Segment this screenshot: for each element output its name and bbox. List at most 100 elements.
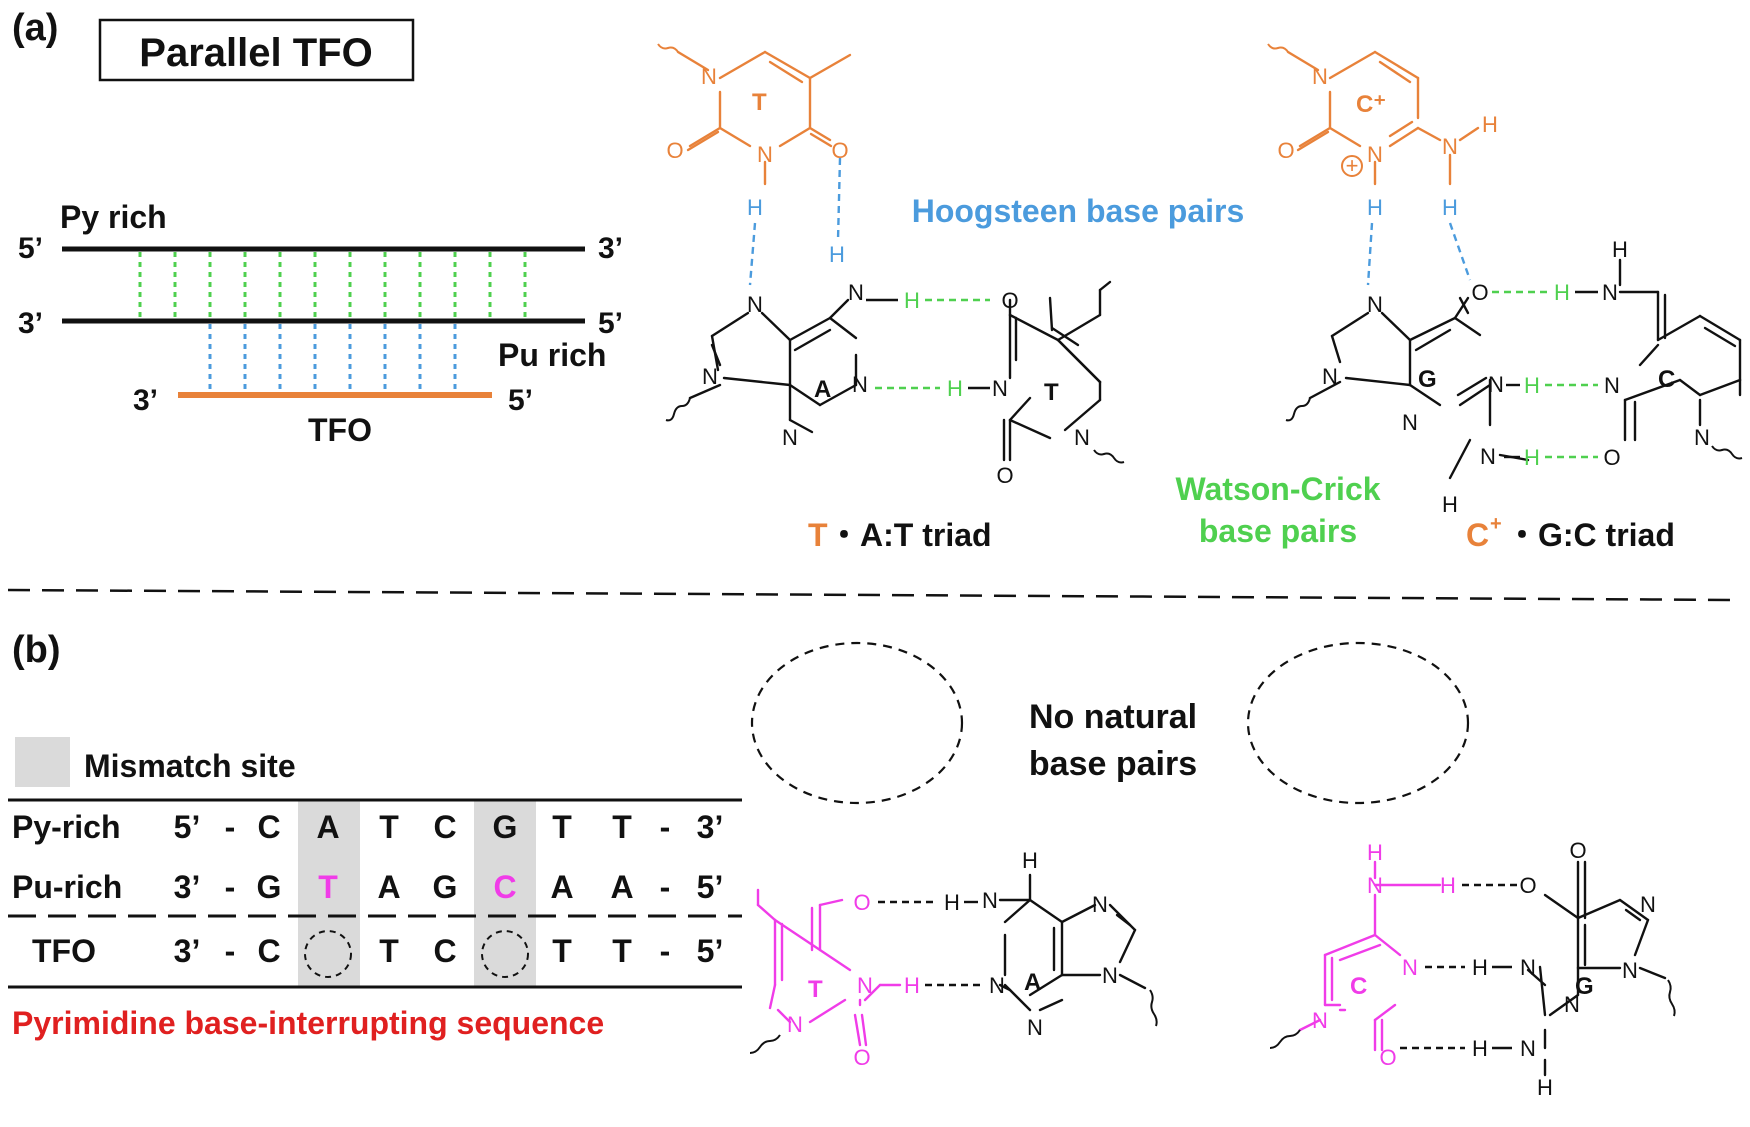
section-divider bbox=[7, 588, 1741, 602]
svg-text:N: N bbox=[1312, 64, 1328, 89]
svg-text:H: H bbox=[1367, 840, 1383, 865]
mismatch-legend-label: Mismatch site bbox=[84, 748, 296, 784]
strand-dash: - bbox=[225, 933, 236, 969]
svg-text:A: A bbox=[814, 376, 831, 403]
watson-crick-label-2: base pairs bbox=[1199, 513, 1357, 549]
row-label: Py-rich bbox=[12, 809, 120, 845]
svg-text:N: N bbox=[848, 280, 864, 305]
sequence-base: C bbox=[257, 933, 280, 969]
cgc-triad-structure: N N N H O + C⁺ H H bbox=[1267, 43, 1743, 517]
hoogsteen-label: Hoogsteen base pairs bbox=[912, 193, 1245, 229]
svg-text:H: H bbox=[1612, 237, 1628, 262]
sequence-base: T bbox=[552, 809, 572, 845]
svg-text:N: N bbox=[1367, 873, 1383, 898]
svg-text:N: N bbox=[1520, 1036, 1536, 1061]
svg-text:H: H bbox=[1524, 373, 1540, 398]
tfo-label: TFO bbox=[308, 412, 372, 448]
svg-text:H: H bbox=[1442, 195, 1458, 220]
svg-text:N: N bbox=[1694, 425, 1710, 450]
mismatch-gap-1 bbox=[304, 930, 352, 978]
svg-text:C⁺: C⁺ bbox=[1356, 91, 1386, 118]
sequence-base: C bbox=[257, 809, 280, 845]
svg-text:N: N bbox=[747, 292, 763, 317]
no-natural-label-2: base pairs bbox=[1029, 745, 1197, 783]
svg-text:O: O bbox=[1001, 288, 1018, 313]
svg-text:H: H bbox=[1367, 195, 1383, 220]
svg-text:N: N bbox=[701, 64, 717, 89]
svg-text:+: + bbox=[1346, 153, 1359, 178]
ta-pair-structure: O N H N O T H H bbox=[749, 848, 1158, 1070]
svg-text:N: N bbox=[1604, 373, 1620, 398]
empty-site-ellipse-1 bbox=[750, 641, 964, 805]
svg-text:H: H bbox=[1440, 873, 1456, 898]
sequence-base: A bbox=[550, 869, 573, 905]
svg-text:H: H bbox=[904, 973, 920, 998]
svg-text:N: N bbox=[1640, 892, 1656, 917]
strand-dash: - bbox=[660, 869, 671, 905]
svg-text:H: H bbox=[1442, 492, 1458, 517]
sequence-base: G bbox=[433, 869, 458, 905]
strand-end-right: 3’ bbox=[697, 809, 724, 845]
svg-text:N: N bbox=[1622, 958, 1638, 983]
strand2-3prime: 3’ bbox=[18, 307, 43, 340]
magenta-cytosine bbox=[1298, 860, 1442, 1052]
svg-text:H: H bbox=[1022, 848, 1038, 873]
svg-text:N: N bbox=[1027, 1015, 1043, 1040]
svg-text:N: N bbox=[782, 425, 798, 450]
sequence-base: G bbox=[493, 809, 518, 845]
svg-text:N: N bbox=[1402, 410, 1418, 435]
mismatch-gap-2 bbox=[481, 930, 529, 978]
svg-text:O: O bbox=[1569, 838, 1586, 863]
row-label: TFO bbox=[32, 933, 96, 969]
svg-text:T: T bbox=[752, 89, 767, 116]
triad2-sup: + bbox=[1490, 513, 1502, 535]
sequence-base: T bbox=[379, 933, 399, 969]
strand-end-right: 5’ bbox=[697, 869, 724, 905]
svg-text:O: O bbox=[853, 890, 870, 915]
svg-text:N: N bbox=[1367, 142, 1383, 167]
svg-text:N: N bbox=[992, 376, 1008, 401]
svg-text:N: N bbox=[857, 973, 873, 998]
svg-text:N: N bbox=[1367, 292, 1383, 317]
triad1-label: ・A:T triad bbox=[828, 517, 992, 553]
tfo-thymine bbox=[676, 50, 852, 186]
svg-text:H: H bbox=[1482, 112, 1498, 137]
pu-rich-label: Pu rich bbox=[498, 337, 606, 373]
sequence-base: A bbox=[316, 809, 339, 845]
svg-text:O: O bbox=[666, 138, 683, 163]
svg-text:N: N bbox=[757, 142, 773, 167]
sequence-base: C bbox=[493, 869, 516, 905]
svg-text:N: N bbox=[1092, 892, 1108, 917]
strand-dash: - bbox=[225, 869, 236, 905]
sequence-base: C bbox=[433, 933, 456, 969]
watson-crick-ticks bbox=[138, 252, 527, 318]
adenine-b bbox=[998, 873, 1147, 1012]
tfo-cytosine bbox=[1286, 50, 1480, 186]
mismatch-legend-swatch bbox=[15, 737, 70, 787]
strand1-5prime: 5’ bbox=[18, 232, 43, 265]
magenta-thymine bbox=[756, 888, 902, 1047]
svg-text:N: N bbox=[989, 973, 1005, 998]
svg-text:H: H bbox=[829, 242, 845, 267]
sequence-base: A bbox=[610, 869, 633, 905]
svg-text:H: H bbox=[1524, 445, 1540, 470]
svg-text:T: T bbox=[1044, 379, 1059, 406]
thymine-watson bbox=[1002, 280, 1112, 462]
svg-text:O: O bbox=[1379, 1045, 1396, 1070]
mismatch-column-2 bbox=[474, 800, 536, 987]
strand2-5prime: 5’ bbox=[598, 307, 623, 340]
svg-text:H: H bbox=[1472, 1036, 1488, 1061]
no-natural-label-1: No natural bbox=[1029, 698, 1197, 736]
strand-end-left: 5’ bbox=[174, 809, 201, 845]
svg-text:N: N bbox=[852, 372, 868, 397]
svg-text:O: O bbox=[853, 1045, 870, 1070]
strand-end-right: 5’ bbox=[697, 933, 724, 969]
hoogsteen-ticks bbox=[208, 324, 457, 392]
svg-text:H: H bbox=[944, 890, 960, 915]
strand-dash: - bbox=[660, 933, 671, 969]
svg-text:N: N bbox=[1312, 1008, 1328, 1033]
sequence-base: C bbox=[433, 809, 456, 845]
svg-text:H: H bbox=[947, 376, 963, 401]
strand-dash: - bbox=[225, 809, 236, 845]
